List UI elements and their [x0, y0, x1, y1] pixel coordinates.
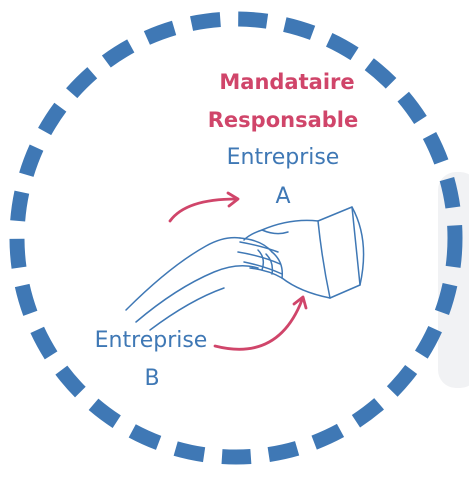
dashed-circle	[9, 11, 463, 465]
handshake-icon	[125, 206, 365, 331]
curved-arrow-icon	[168, 191, 240, 223]
label-entreprise-a: Entreprise	[226, 145, 340, 170]
label-entreprise-b-letter: B	[144, 366, 160, 391]
label-mandataire: Mandataire	[219, 70, 355, 94]
label-entreprise-b: Entreprise	[94, 328, 208, 353]
curved-arrow-icon	[213, 295, 308, 351]
label-entreprise-a-letter: A	[275, 184, 291, 209]
label-responsable: Responsable	[207, 108, 359, 132]
